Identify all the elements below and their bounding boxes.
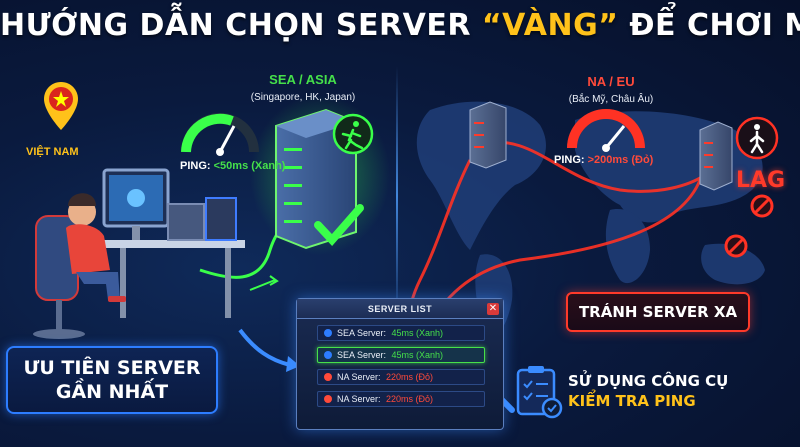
vietnam-flag-icon [53, 91, 69, 107]
globe-icon [324, 329, 332, 337]
arrow-icon [249, 275, 279, 291]
server-list-row[interactable]: NA Server: 220ms (Đỏ) [317, 369, 485, 385]
globe-icon [324, 373, 332, 381]
sea-ping-value: <50ms (Xanh) [213, 160, 286, 172]
na-subheading: (Bắc Mỹ, Châu Âu) [568, 94, 654, 105]
gamer-desk-icon [33, 168, 245, 339]
blue-arrow-icon [238, 328, 291, 367]
eu-server-icon [699, 121, 733, 191]
na-server-icon [469, 101, 507, 169]
sea-ping-readout: PING: <50ms (Xanh) [180, 160, 285, 172]
location-label: VIỆT NAM [26, 146, 79, 158]
avoid-far-server-callout: TRÁNH SERVER XA [566, 292, 750, 332]
nearest-server-callout: ƯU TIÊN SERVER GẦN NHẤT [6, 346, 218, 414]
title-part2: ĐỂ CHƠI MƯỢT [629, 8, 800, 43]
page-title: HƯỚNG DẪN CHỌN SERVER “VÀNG” ĐỂ CHƠI MƯỢ… [0, 8, 800, 43]
server-name: NA Server: [337, 394, 384, 404]
tools-line2: KIỂM TRA PING [568, 392, 696, 410]
ping-gauge-icon [181, 113, 259, 156]
server-list-row[interactable]: SEA Server: 45ms (Xanh) [317, 347, 485, 363]
na-heading: NA / EU [587, 74, 635, 89]
server-latency: 220ms (Đỏ) [386, 394, 434, 404]
sea-heading: SEA / ASIA [269, 72, 337, 87]
callout-left-line1: ƯU TIÊN SERVER [23, 357, 201, 379]
no-entry-icon [724, 194, 774, 258]
title-highlight: “VÀNG” [481, 8, 619, 43]
na-ping-label: PING: [554, 154, 588, 166]
na-ping-readout: PING: >200ms (Đỏ) [554, 154, 653, 166]
ping-gauge-red-icon [567, 109, 645, 152]
na-ping-value: >200ms (Đỏ) [587, 154, 654, 166]
server-latency: 45ms (Xanh) [391, 350, 444, 360]
globe-icon [324, 351, 332, 359]
sea-ping-label: PING: [180, 160, 214, 172]
globe-icon [324, 395, 332, 403]
server-latency: 220ms (Đỏ) [386, 372, 434, 382]
server-name: SEA Server: [337, 350, 389, 360]
title-part1: HƯỚNG DẪN CHỌN SERVER [0, 8, 482, 43]
running-person-icon [332, 113, 374, 155]
location-pin-icon [44, 82, 78, 130]
walking-person-icon [735, 116, 779, 160]
server-list-title: SERVER LIST [297, 299, 503, 319]
server-name: NA Server: [337, 372, 384, 382]
sea-subheading: (Singapore, HK, Japan) [250, 92, 356, 103]
server-list-row[interactable]: NA Server: 220ms (Đỏ) [317, 391, 485, 407]
server-name: SEA Server: [337, 328, 389, 338]
center-divider [396, 66, 398, 326]
server-latency: 45ms (Xanh) [391, 328, 444, 338]
close-button[interactable]: ✕ [487, 303, 499, 315]
tools-line1: SỬ DỤNG CÔNG CỤ [568, 372, 729, 390]
checklist-icon [516, 366, 563, 419]
lag-label: LAG [736, 168, 786, 193]
server-list-window: SERVER LIST ✕ SEA Server: 45ms (Xanh)SEA… [296, 298, 504, 430]
sea-server-icon [250, 95, 390, 255]
server-list-row[interactable]: SEA Server: 45ms (Xanh) [317, 325, 485, 341]
callout-left-line2: GẦN NHẤT [55, 381, 169, 403]
